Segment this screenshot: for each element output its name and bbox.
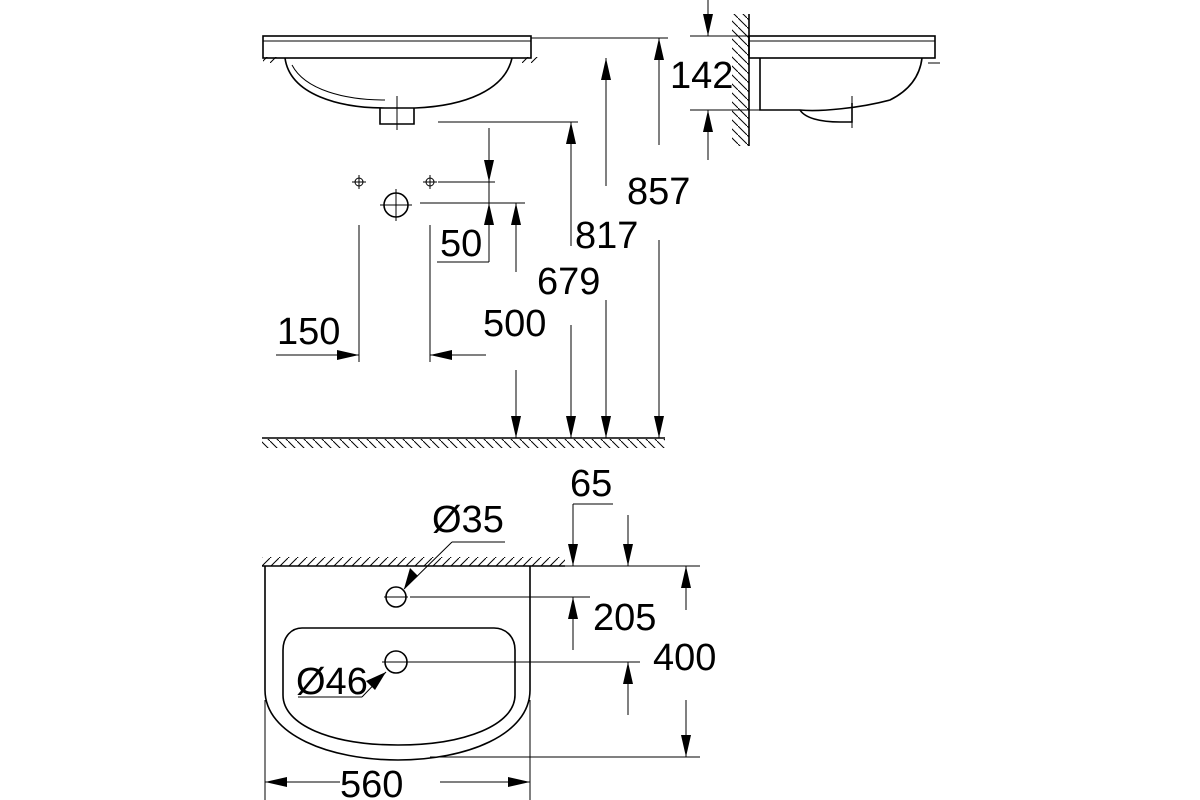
dim-label-400: 400 bbox=[653, 637, 716, 679]
dim-label-817: 817 bbox=[575, 215, 638, 257]
dim-tap-setback: 65 bbox=[568, 463, 613, 650]
basin-bowl-front bbox=[284, 57, 513, 109]
plan-extension-lines bbox=[264, 565, 700, 800]
dim-tap-diameter: Ø35 bbox=[403, 499, 505, 590]
dim-tap-offset: 50 bbox=[440, 128, 494, 265]
dim-label-diameter-35: Ø35 bbox=[432, 499, 504, 541]
dim-basin-depth: 400 bbox=[653, 566, 716, 757]
dim-rim-height: 817 bbox=[575, 58, 638, 438]
dim-label-65: 65 bbox=[570, 463, 612, 505]
basin-bowl-side bbox=[759, 57, 923, 112]
plan-view bbox=[262, 557, 565, 761]
tap-hole-plan bbox=[384, 586, 408, 608]
dim-label-142: 142 bbox=[670, 55, 733, 97]
dim-label-857: 857 bbox=[627, 171, 690, 213]
dim-waste-distance: 205 bbox=[593, 515, 656, 715]
dim-label-500: 500 bbox=[483, 303, 546, 345]
dim-label-150: 150 bbox=[277, 311, 340, 353]
dim-overall-height: 857 bbox=[627, 38, 690, 438]
dim-fixing-spacing: 150 bbox=[276, 311, 486, 360]
basin-rim-side bbox=[748, 35, 936, 59]
dim-wall-depth: 142 bbox=[670, 0, 760, 160]
dim-label-679: 679 bbox=[537, 261, 600, 303]
waste-pipe-hole bbox=[380, 189, 412, 221]
dim-label-560: 560 bbox=[340, 764, 403, 800]
dim-waste-height: 679 bbox=[537, 122, 600, 438]
basin-bowl-plan bbox=[282, 627, 516, 746]
waste-outlet-side bbox=[799, 103, 853, 123]
front-extension-lines bbox=[358, 37, 668, 362]
fixing-hole-left bbox=[352, 175, 366, 189]
dim-label-205: 205 bbox=[593, 597, 656, 639]
front-elevation-view bbox=[262, 35, 665, 448]
dim-label-50: 50 bbox=[440, 223, 482, 265]
basin-rim-front bbox=[262, 35, 532, 59]
fixing-hole-right bbox=[423, 175, 437, 189]
dim-label-diameter-46: Ø46 bbox=[296, 661, 368, 703]
basin-outline-plan bbox=[264, 566, 531, 761]
dim-waste-diameter: Ø46 bbox=[296, 661, 387, 703]
waste-hole-plan bbox=[382, 650, 410, 674]
dim-basin-width: 560 bbox=[265, 764, 530, 800]
dim-fixing-height: 500 bbox=[483, 203, 546, 438]
side-elevation-view bbox=[732, 14, 940, 146]
